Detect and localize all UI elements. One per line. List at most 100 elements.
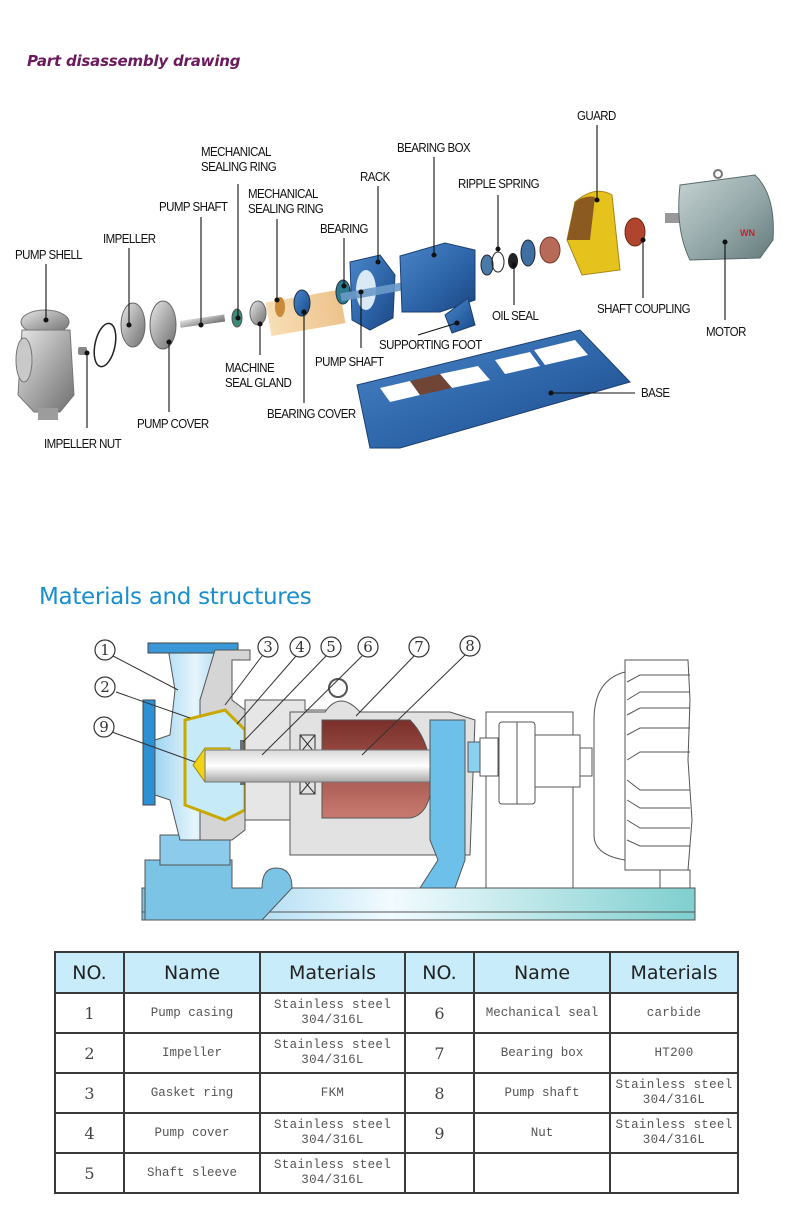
callout-circle-5 xyxy=(320,636,342,658)
callout-5: 5 xyxy=(326,638,336,656)
callout-6: 6 xyxy=(363,638,373,656)
motor xyxy=(593,659,693,889)
cell-name-empty xyxy=(473,1152,611,1194)
material-line: 304/316L xyxy=(301,1013,364,1027)
cell-no: 1 xyxy=(54,992,125,1034)
material-line: Stainless steel xyxy=(615,1078,733,1092)
material-line: 304/316L xyxy=(642,1133,706,1147)
material-line: Stainless steel xyxy=(273,1158,392,1172)
material-line: carbide xyxy=(646,1005,702,1020)
impeller-part xyxy=(120,302,146,348)
callout-7: 7 xyxy=(414,638,424,656)
cell-name: Pump cover xyxy=(123,1112,261,1154)
motor-badge: WN xyxy=(740,228,755,238)
material-line: 304/316L xyxy=(301,1053,364,1067)
material-line: Stainless steel xyxy=(273,998,392,1012)
pump-shaft-part xyxy=(179,314,226,328)
material-line: 304/316L xyxy=(642,1093,706,1107)
header-no: NO. xyxy=(404,951,475,994)
callout-circle-2 xyxy=(94,676,116,698)
cell-name: Pump casing xyxy=(123,992,261,1034)
callout-leaders xyxy=(111,653,467,763)
callout-2: 2 xyxy=(100,678,110,696)
material-line: Stainless steel xyxy=(273,1118,392,1132)
materials-title: Materials and structures xyxy=(39,584,312,610)
material-line: Stainless steel xyxy=(615,1118,733,1132)
leader-lines xyxy=(43,125,728,428)
label-guard: GUARD xyxy=(577,109,616,123)
callout-circle-3 xyxy=(257,636,279,658)
material-line: Stainless steel xyxy=(273,1038,392,1052)
cross-section-drawing: 1 2 3 4 5 6 7 8 9 xyxy=(93,635,696,921)
label-machine-seal-gland: MACHINE SEAL GLAND xyxy=(225,361,292,391)
cell-name: Impeller xyxy=(123,1032,261,1074)
label-bearing-cover: BEARING COVER xyxy=(267,407,356,421)
cell-no: 8 xyxy=(404,1072,475,1114)
label-supporting-foot: SUPPORTING FOOT xyxy=(379,338,482,352)
callout-3: 3 xyxy=(263,638,273,656)
callout-circle-7 xyxy=(408,636,430,658)
cell-material: HT200 xyxy=(609,1032,739,1074)
label-oil-seal: OIL SEAL xyxy=(492,309,539,323)
header-materials: Materials xyxy=(259,951,406,994)
material-line: 304/316L xyxy=(301,1173,364,1187)
materials-table: NO. Name Materials NO. Name Materials 1 … xyxy=(54,951,739,1194)
cell-name: Pump shaft xyxy=(473,1072,611,1114)
callout-circle-6 xyxy=(357,636,379,658)
cell-no: 6 xyxy=(404,992,475,1034)
callout-4: 4 xyxy=(295,638,305,656)
bearing-cover-part xyxy=(293,289,311,317)
callout-circle-9 xyxy=(93,716,115,738)
callout-9: 9 xyxy=(99,718,109,736)
callout-circle-1 xyxy=(94,639,116,661)
ripple-spring-part xyxy=(491,251,505,273)
pump-cover-part xyxy=(149,300,177,350)
cell-name: Bearing box xyxy=(473,1032,611,1074)
header-materials: Materials xyxy=(609,951,739,994)
label-impeller: IMPELLER xyxy=(103,232,156,246)
table-row: 3 Gasket ring FKM 8 Pump shaft Stainless… xyxy=(54,1072,739,1114)
motor-part: WN xyxy=(665,169,774,261)
pump-shaft xyxy=(204,749,431,783)
callout-circle-8 xyxy=(459,635,481,657)
cell-name: Shaft sleeve xyxy=(123,1152,261,1194)
label-motor: MOTOR xyxy=(706,325,746,339)
o-ring-part xyxy=(93,322,117,368)
cell-material: carbide xyxy=(609,992,739,1034)
label-base: BASE xyxy=(641,386,670,400)
label-pump-shaft-2: PUMP SHAFT xyxy=(315,355,384,369)
bearing-box-part xyxy=(399,242,476,313)
callout-circles xyxy=(93,635,481,738)
label-line: MACHINE xyxy=(225,361,275,375)
support-leg xyxy=(419,719,466,889)
table-header-row: NO. Name Materials NO. Name Materials xyxy=(54,951,739,994)
cell-no: 2 xyxy=(54,1032,125,1074)
material-line: FKM xyxy=(320,1085,345,1100)
shaft-coupling-part xyxy=(624,217,646,247)
callout-numbers: 1 2 3 4 5 6 7 8 9 xyxy=(99,637,475,736)
cell-no: 5 xyxy=(54,1152,125,1194)
callout-8: 8 xyxy=(465,637,475,655)
label-shaft-coupling: SHAFT COUPLING xyxy=(597,302,691,316)
material-line: 304/316L xyxy=(301,1133,364,1147)
label-line: SEALING RING xyxy=(248,202,324,216)
label-pump-shell: PUMP SHELL xyxy=(15,248,83,262)
label-impeller-nut: IMPELLER NUT xyxy=(44,437,122,451)
base-part xyxy=(356,329,631,449)
cell-no: 7 xyxy=(404,1032,475,1074)
cell-name: Nut xyxy=(473,1112,611,1154)
cell-name: Gasket ring xyxy=(123,1072,261,1114)
label-rack: RACK xyxy=(360,170,390,184)
lifting-eye xyxy=(328,678,348,698)
cell-no-empty xyxy=(404,1152,475,1194)
label-mechanical-sealing-ring-1: MECHANICAL SEALING RING xyxy=(201,145,277,175)
label-mechanical-sealing-ring-2: MECHANICAL SEALING RING xyxy=(248,187,324,217)
